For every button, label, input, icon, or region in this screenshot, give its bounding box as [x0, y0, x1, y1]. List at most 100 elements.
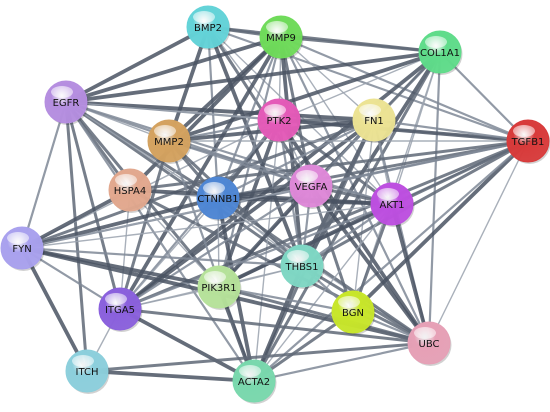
node-highlight — [296, 170, 318, 182]
node-label: FN1 — [364, 116, 384, 127]
edge-ptk2-tgfb1 — [277, 118, 530, 143]
node-highlight — [204, 271, 226, 283]
edge-bmp2-thbs1 — [206, 25, 304, 268]
node-label: PIK3R1 — [201, 283, 236, 294]
node-tgfb1[interactable]: TGFB1 — [506, 119, 550, 164]
edges-layer — [20, 25, 530, 383]
node-highlight — [425, 36, 447, 48]
node-label: ITGA5 — [105, 305, 135, 316]
edge-egfr-acta2 — [64, 100, 256, 383]
node-bgn[interactable]: BGN — [331, 290, 376, 335]
node-hspa4[interactable]: HSPA4 — [108, 168, 153, 213]
edge-tgfb1-ubc — [428, 140, 529, 344]
node-label: MMP9 — [266, 33, 296, 44]
edge-col1a1-egfr — [64, 50, 442, 104]
edge-tgfb1-acta2 — [252, 139, 530, 383]
node-highlight — [51, 86, 73, 98]
edge-akt1-itga5 — [118, 202, 394, 311]
edge-mmp9-ubc — [279, 35, 431, 345]
edge-mmp9-col1a1 — [279, 35, 442, 54]
node-itga5[interactable]: ITGA5 — [98, 287, 143, 332]
edge-mmp9-itga5 — [118, 35, 283, 311]
edge-col1a1-ptk2 — [278, 51, 441, 121]
node-highlight — [287, 250, 309, 262]
node-fyn[interactable]: FYN — [0, 226, 45, 271]
edge-bmp2-egfr — [64, 25, 210, 104]
node-highlight — [154, 125, 176, 137]
edge-hspa4-pik3r1 — [129, 189, 220, 288]
edge-fn1-tgfb1 — [372, 118, 530, 143]
edge-fyn-itch — [20, 246, 89, 373]
node-highlight — [264, 104, 286, 116]
node-pik3r1[interactable]: PIK3R1 — [197, 265, 242, 310]
node-mmp2[interactable]: MMP2 — [147, 119, 192, 164]
node-label: UBC — [419, 339, 440, 350]
edge-fyn-thbs1 — [20, 246, 304, 268]
edge-itch-acta2 — [85, 369, 256, 383]
edge-itga5-acta2 — [118, 307, 256, 383]
edge-mmp2-itga5 — [118, 139, 171, 311]
edge-pik3r1-ubc — [217, 285, 431, 345]
edge-bmp2-tgfb1 — [206, 25, 530, 143]
edge-egfr-akt1 — [64, 100, 394, 206]
node-label: COL1A1 — [420, 48, 460, 59]
edge-ctnnb1-fyn — [20, 196, 220, 250]
node-label: MMP2 — [154, 137, 184, 148]
edge-pik3r1-bgn — [217, 285, 355, 314]
edge-itga5-ubc — [118, 307, 431, 345]
node-highlight — [359, 104, 381, 116]
edge-tgfb1-ctnnb1 — [216, 139, 530, 200]
node-bmp2[interactable]: BMP2 — [186, 5, 231, 50]
edge-tgfb1-hspa4 — [128, 139, 530, 192]
edge-mmp2-akt1 — [167, 139, 394, 206]
node-itch[interactable]: ITCH — [65, 349, 110, 394]
edge-ctnnb1-itga5 — [119, 197, 219, 310]
node-fn1[interactable]: FN1 — [352, 98, 397, 143]
node-label: CTNNB1 — [197, 194, 238, 205]
edge-tgfb1-bgn — [351, 139, 530, 314]
node-highlight — [266, 21, 288, 33]
node-thbs1[interactable]: THBS1 — [280, 244, 325, 289]
node-highlight — [7, 232, 29, 244]
node-highlight — [193, 11, 215, 23]
node-label: ITCH — [76, 367, 99, 378]
node-ctnnb1[interactable]: CTNNB1 — [196, 176, 241, 221]
node-akt1[interactable]: AKT1 — [370, 182, 415, 227]
node-highlight — [338, 296, 360, 308]
edge-egfr-fyn — [20, 100, 68, 250]
edge-egfr-itga5 — [64, 100, 122, 311]
edge-ptk2-acta2 — [253, 119, 280, 382]
edge-vegfa-fyn — [21, 185, 312, 249]
node-label: ACTA2 — [238, 377, 270, 388]
edge-egfr-fn1 — [64, 100, 376, 122]
node-mmp9[interactable]: MMP9 — [259, 15, 304, 60]
node-label: HSPA4 — [114, 186, 146, 197]
edge-akt1-fyn — [21, 203, 393, 249]
node-label: EGFR — [53, 98, 80, 109]
node-label: VEGFA — [295, 182, 328, 193]
node-ptk2[interactable]: PTK2 — [257, 98, 302, 143]
edge-vegfa-pik3r1 — [217, 184, 313, 289]
node-highlight — [105, 293, 127, 305]
edge-col1a1-itga5 — [118, 50, 442, 311]
edge-col1a1-mmp2 — [167, 50, 442, 143]
node-vegfa[interactable]: VEGFA — [289, 164, 334, 209]
node-label: PTK2 — [266, 116, 291, 127]
node-highlight — [377, 188, 399, 200]
node-ubc[interactable]: UBC — [407, 321, 452, 366]
node-highlight — [203, 182, 225, 194]
node-egfr[interactable]: EGFR — [44, 80, 89, 125]
node-label: TGFB1 — [511, 137, 545, 148]
edge-ubc-acta2 — [252, 341, 431, 383]
edge-hspa4-ubc — [128, 188, 431, 345]
node-acta2[interactable]: ACTA2 — [232, 359, 277, 404]
edge-akt1-acta2 — [253, 203, 393, 382]
node-col1a1[interactable]: COL1A1 — [418, 30, 463, 75]
node-highlight — [414, 327, 436, 339]
node-highlight — [513, 125, 535, 137]
edge-tgfb1-thbs1 — [300, 139, 530, 268]
node-label: BGN — [342, 308, 364, 319]
